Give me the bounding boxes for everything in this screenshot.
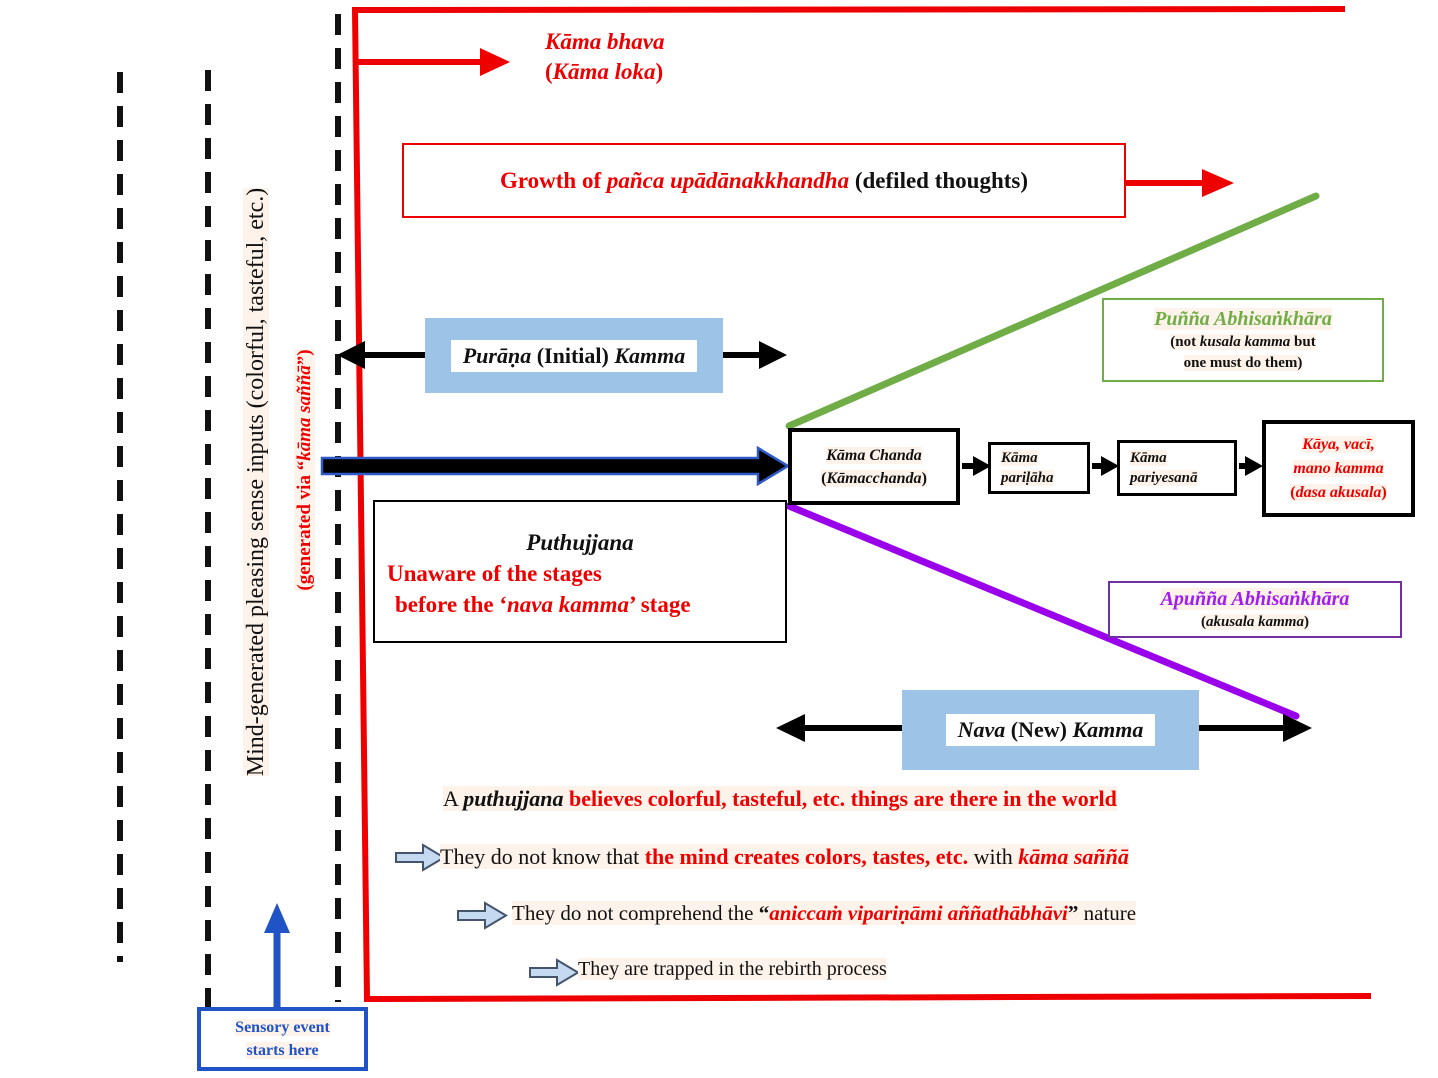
kama-parilaha-box: Kāma pariḷāha [988,442,1090,494]
chain-arrow-2 [1092,456,1119,476]
statement-anicca-nature: They do not comprehend the “aniccaṁ vipa… [512,901,1137,925]
purana-kamma-label: Purāṇa (Initial) Kamma [450,339,698,372]
puthujjana-line2: Unaware of the stages [387,561,602,586]
punna-subtitle-line1: (not kusala kamma but [1170,334,1316,350]
puthujjana-line3: before the ‘nava kamma’ stage [395,592,691,617]
kaya-kamma-line2: mano kamma [1293,459,1384,477]
block-arrow-icon [457,901,508,930]
kaya-kamma-line3: (dasa akusala) [1290,483,1387,501]
kama-chanda-box: Kāma Chanda (Kāmacchanda) [788,428,960,505]
puthujjana-box: Puthujjana Unaware of the stages before … [373,500,787,643]
punna-title: Puñña Abhisaṅkhāra [1154,308,1332,330]
statement-rebirth-trap: They are trapped in the rebirth process [578,958,887,980]
kama-bhava-line1: Kāma bhava [545,29,665,54]
sensory-event-box: Sensory event starts here [197,1007,368,1071]
kama-parilaha-line1: Kāma [1001,450,1038,466]
dashed-rail-3 [335,14,341,1002]
growth-of-upadanakkhandha-box: Growth of pañca upādānakkhandha (defiled… [402,143,1126,218]
sense-input-thick-arrow [320,445,791,487]
nava-kamma-band: Nava (New) Kamma [902,690,1199,770]
sensory-event-line1: Sensory event [235,1019,330,1036]
kama-parilaha-line2: pariḷāha [1001,470,1054,486]
statement-believes-world: A puthujjana believes colorful, tasteful… [443,786,1117,811]
statement-mind-creates: They do not know that the mind creates c… [440,844,1129,869]
punna-subtitle-line2: one must do them) [1183,355,1303,371]
mind-generated-inputs-vertical-label: Mind-generated pleasing sense inputs (co… [243,187,269,777]
block-arrow-icon [395,843,446,872]
kama-bhava-arrow [358,48,510,76]
dashed-rail-1 [117,72,123,962]
kama-bhava-line2: (Kāma loka) [545,59,664,84]
chain-arrow-3 [1239,456,1263,476]
block-arrow-icon [529,958,580,987]
sensory-event-up-arrow [264,903,290,1012]
apunna-title: Apuñña Abhisaṅkhāra [1160,588,1350,610]
dashed-rail-2 [205,70,211,1013]
purana-kamma-band: Purāṇa (Initial) Kamma [425,318,723,393]
kama-chanda-line1: Kāma Chanda [826,446,922,464]
punna-abhisankhara-box: Puñña Abhisaṅkhāra (not kusala kamma but… [1102,298,1384,382]
apunna-subtitle: (akusala kamma) [1201,614,1309,630]
kaya-vaci-mano-kamma-box: Kāya, vacī, mano kamma (dasa akusala) [1262,420,1415,517]
growth-box-text: Growth of pañca upādānakkhandha (defiled… [499,167,1029,193]
punna-abhisankhara-line [785,192,1320,430]
kama-bhava-label: Kāma bhava (Kāma loka) [545,27,664,87]
kaya-kamma-line1: Kāya, vacī, [1302,435,1375,453]
generated-via-kama-sanna-vertical-label: (generated via “kāma saññā”) [294,349,315,591]
nava-kamma-label: Nava (New) Kamma [945,714,1156,746]
kama-pariyesana-line1: Kāma [1130,450,1167,466]
puthujjana-title: Puthujjana [526,530,634,555]
kama-pariyesana-box: Kāma pariyesanā [1117,440,1237,496]
apunna-abhisankhara-line [785,502,1300,720]
apunna-abhisankhara-box: Apuñña Abhisaṅkhāra (akusala kamma) [1108,581,1402,638]
chain-arrow-1 [962,456,991,476]
kama-chanda-line2: (Kāmacchanda) [821,469,927,487]
growth-arrow [1126,169,1234,197]
kama-loka-boundary-line [351,6,1372,1003]
kama-pariyesana-line2: pariyesanā [1130,470,1198,486]
sensory-event-line2: starts here [246,1042,319,1059]
